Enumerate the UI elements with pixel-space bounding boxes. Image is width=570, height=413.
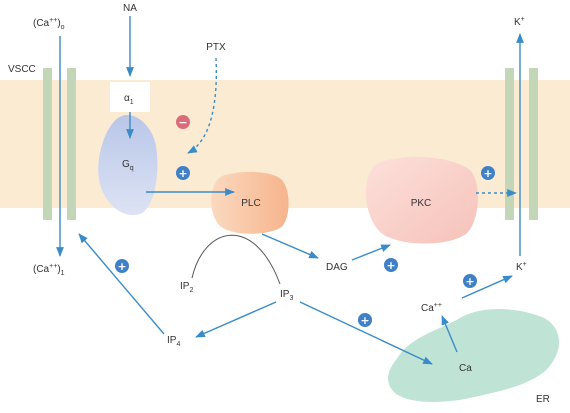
k-channel-left-bar: [505, 68, 514, 220]
arrow-ip3-to-er: [299, 301, 433, 365]
label-ip3: IP3: [280, 289, 293, 302]
label-ip2: IP2: [180, 281, 193, 294]
plus-sign-dag: +: [384, 258, 398, 272]
arrow-dag-to-pkc: [351, 244, 391, 261]
arrow-plc-to-dag: [261, 233, 319, 259]
plus-sign-gq: +: [176, 166, 190, 180]
label-ca-er: Ca: [459, 363, 472, 374]
arrow-ip4-to-ca: [78, 233, 165, 335]
label-k-extracellular: K+: [514, 16, 525, 28]
label-vscc: VSCC: [8, 64, 36, 75]
plc-enzyme: [211, 171, 289, 234]
alpha1-receptor: [110, 82, 150, 112]
label-dag: DAG: [326, 262, 348, 273]
label-er: ER: [536, 394, 550, 405]
label-plc: PLC: [241, 198, 260, 209]
minus-sign-ptx: −: [176, 115, 190, 129]
arrow-ca-to-k: [461, 275, 513, 299]
pkc-enzyme: [365, 156, 478, 244]
label-ip4: IP4: [167, 335, 180, 348]
plus-sign-pkc: +: [481, 166, 495, 180]
label-k-intracellular: K+: [516, 261, 527, 273]
arrow-ip3-to-ip4: [195, 301, 277, 338]
label-alpha1: α1: [124, 93, 134, 106]
plus-symbol: +: [178, 167, 187, 180]
gq-protein: [98, 114, 158, 216]
plus-sign-ip3: +: [358, 313, 372, 327]
plus-symbol: +: [117, 260, 126, 273]
endoplasmic-reticulum: [388, 309, 560, 402]
plus-sign-k: +: [463, 274, 477, 288]
vscc-channel-left-bar: [43, 68, 52, 220]
label-ca-intracellular: (Ca++)1: [33, 263, 65, 277]
label-ca-released: Ca++: [421, 302, 442, 314]
plus-symbol: +: [386, 259, 395, 272]
arrow-er-ca-release: [441, 315, 458, 353]
label-ca-extracellular: (Ca++)o: [33, 17, 65, 31]
plus-symbol: +: [483, 167, 492, 180]
label-pkc: PKC: [411, 198, 432, 209]
plus-sign-ca-influx: +: [115, 259, 129, 273]
minus-symbol: −: [178, 116, 187, 129]
arrow-ptx-inhibition: [187, 57, 218, 154]
plus-symbol: +: [465, 275, 474, 288]
label-gq: Gq: [122, 159, 134, 172]
vscc-channel-right-bar: [67, 68, 76, 220]
ip2-ip3-arc: [191, 234, 281, 285]
plus-symbol: +: [360, 314, 369, 327]
label-ptx: PTX: [206, 42, 226, 53]
label-na: NA: [123, 3, 137, 14]
k-channel-right-bar: [529, 68, 538, 220]
